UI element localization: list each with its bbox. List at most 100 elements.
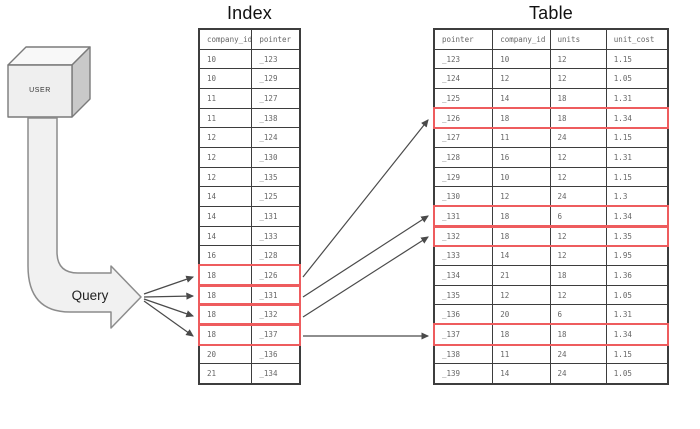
table-cell: 12 [551, 167, 607, 187]
table-cell: 14 [493, 364, 551, 384]
table-cell: _125 [435, 89, 494, 108]
table-cell: 12 [551, 226, 607, 246]
table-cell: 20 [200, 344, 253, 364]
table-cell: 11 [493, 128, 551, 148]
table-cell: _132 [435, 226, 494, 246]
table-cell: _127 [259, 93, 278, 103]
table-cell: _135 [259, 172, 278, 182]
table-cell: 12 [200, 148, 253, 167]
link-arrow [302, 215, 429, 298]
table-cell: _133 [435, 246, 494, 266]
column-header: unit_cost [613, 34, 655, 44]
table-cell: 21 [200, 364, 253, 384]
table-row: 18 _131 [198, 283, 301, 307]
table-cell: 21 [493, 266, 551, 285]
table-cell: 24 [551, 128, 607, 148]
table-cell: _135 [435, 285, 494, 305]
table-cell: 1.05 [613, 74, 632, 84]
table-cell: 12 [493, 187, 551, 207]
link-arrow [143, 292, 195, 300]
table-cell: 1.05 [613, 369, 632, 379]
table-cell: _126 [259, 270, 278, 280]
table-cell: _123 [435, 49, 494, 69]
table-cell: _125 [259, 192, 278, 202]
table-cell: 12 [200, 128, 253, 148]
table-cell: _138 [435, 344, 494, 364]
table-cell: 1.34 [613, 329, 632, 339]
table-cell: _136 [435, 305, 494, 325]
table-cell: _129 [435, 167, 494, 187]
query-label: Query [71, 288, 109, 303]
table-cell: 12 [493, 69, 551, 89]
table-cell: 18 [493, 325, 551, 344]
table-row: 16_128 [200, 246, 299, 267]
table-cell: 14 [493, 246, 551, 266]
table-row: 18_126 [198, 264, 301, 287]
table-cell: 6 [551, 305, 607, 325]
table-cell: 20 [493, 305, 551, 325]
table-cell: _131 [259, 211, 278, 221]
table-cell: 18 [200, 285, 253, 305]
table-cell: _136 [259, 349, 278, 359]
table-cell: 16 [200, 246, 253, 266]
table-cell: 1.31 [613, 310, 632, 320]
table-cell: 14 [200, 226, 253, 246]
table-row: 14_125 [200, 187, 299, 208]
table-cell: 18 [551, 108, 607, 128]
table-cell: 1.36 [613, 270, 632, 280]
table-cell: _127 [435, 128, 494, 148]
table-row: 10_123 [200, 49, 299, 70]
table-cell: 1.31 [613, 93, 632, 103]
table-cell: _130 [259, 152, 278, 162]
table-cell: _124 [435, 69, 494, 89]
table-cell: 14 [493, 89, 551, 108]
table-cell: 12 [551, 285, 607, 305]
table-cell: _124 [259, 133, 278, 143]
table-cell: _134 [259, 369, 278, 379]
column-header: company_id [200, 30, 253, 49]
table-cell: 1.15 [613, 54, 632, 64]
table-cell: _137 [435, 325, 494, 344]
table-cell: 18 [551, 325, 607, 344]
table-cell: 6 [551, 207, 607, 226]
table-cell: _131 [435, 207, 494, 226]
table-cell: 10 [493, 49, 551, 69]
table-cell: 24 [551, 344, 607, 364]
table-row: 21 _134 [200, 364, 299, 384]
table-cell: 1.95 [613, 251, 632, 261]
index-title: Index [226, 3, 273, 23]
table-row: 10_129 [200, 69, 299, 90]
table-cell: 12 [551, 148, 607, 167]
table-cell: 1.34 [613, 211, 632, 221]
table-cell: 18 [493, 226, 551, 246]
table-cell: 1.3 [613, 192, 628, 202]
table-cell: _138 [259, 113, 278, 123]
table-cell: _132 [259, 310, 278, 320]
table-cell: 12 [551, 69, 607, 89]
table-cell: 1.31 [613, 152, 632, 162]
table-row: 14_131 [200, 207, 299, 227]
table-cell: 1.35 [613, 231, 632, 241]
table-header-row: company_id pointer [200, 30, 299, 50]
link-arrow [143, 275, 195, 295]
table-row: 18_132 [198, 303, 301, 326]
query-fan-arrows [143, 275, 195, 337]
column-header: pointer [259, 34, 292, 44]
table-row: 12 _124 [200, 128, 299, 149]
table-cell: _131 [259, 290, 278, 300]
table-cell: 11 [200, 108, 253, 128]
table-cell: 10 [200, 49, 253, 69]
table-cell: 12 [200, 167, 253, 187]
column-header: units [551, 30, 607, 49]
table-cell: _128 [435, 148, 494, 167]
